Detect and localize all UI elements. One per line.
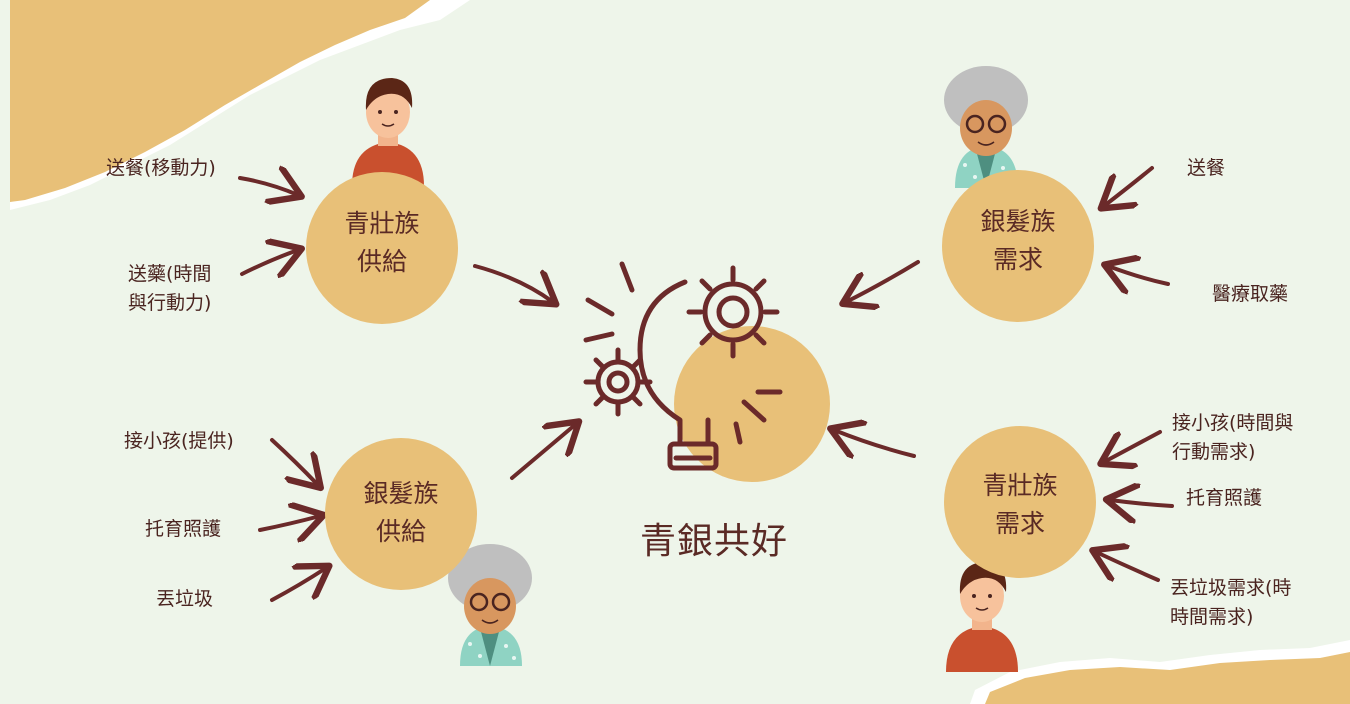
arrow-medicine-to-youth-supply: [240, 250, 298, 274]
label-meal-delivery-mobility: 送餐(移動力): [106, 157, 216, 179]
arrow-meal-to-youth-supply: [238, 178, 298, 195]
label-trash-demand-line1: 丟垃圾需求(時: [1170, 577, 1292, 599]
arrow-pickup-to-senior-supply: [270, 438, 318, 485]
arrow-senior-supply-to-center: [510, 424, 576, 480]
label-pick-up-kids-line2: 行動需求): [1172, 441, 1256, 463]
node-youth-demand-label: 青壯族 需求: [944, 467, 1096, 543]
young-man-avatar-top: [352, 78, 424, 186]
center-title: 青銀共好: [640, 521, 789, 562]
elderly-woman-avatar-bottom: [448, 544, 532, 666]
elderly-woman-avatar-top: [944, 66, 1028, 188]
label-medical-pickup: 醫療取藥: [1212, 283, 1289, 305]
node-youth-supply-line2: 供給: [356, 247, 407, 276]
lightbulb-gears-icon: [583, 261, 783, 471]
node-youth-demand-line1: 青壯族: [982, 471, 1058, 500]
torn-paper-top-left: [10, 0, 470, 210]
node-youth-demand-line2: 需求: [994, 509, 1045, 538]
label-trash-demand-line2: 時間需求): [1170, 606, 1254, 628]
label-meal-delivery: 送餐: [1187, 157, 1226, 179]
arrow-trash-to-youth-demand: [1096, 552, 1160, 582]
label-medicine-delivery-line2: 與行動力): [128, 292, 212, 314]
node-youth-demand: [944, 426, 1096, 578]
arrow-pickup-to-youth-demand: [1104, 430, 1162, 462]
node-senior-demand-line2: 需求: [992, 245, 1043, 274]
label-trash: 丟垃圾: [156, 588, 214, 610]
young-man-avatar-bottom: [946, 562, 1018, 672]
node-senior-demand-label: 銀髮族 需求: [942, 203, 1094, 279]
node-senior-supply: [325, 438, 477, 590]
arrow-childcare-to-youth-demand: [1110, 500, 1174, 506]
arrow-youth-demand-to-center: [834, 430, 916, 456]
node-senior-demand-line1: 銀髮族: [980, 207, 1056, 236]
arrow-meal-to-senior-demand: [1104, 166, 1154, 206]
label-childcare: 托育照護: [145, 518, 222, 540]
node-senior-supply-line2: 供給: [375, 517, 426, 546]
node-youth-supply-line1: 青壯族: [344, 209, 420, 238]
label-pick-up-kids-line1: 接小孩(時間與: [1172, 412, 1294, 434]
torn-paper-bottom-right: [970, 640, 1350, 704]
arrow-senior-demand-to-center: [846, 260, 920, 302]
label-medicine-delivery-line1: 送藥(時間: [128, 263, 212, 285]
label-pick-up-kids-provide: 接小孩(提供): [124, 430, 234, 452]
node-youth-supply: [306, 172, 458, 324]
node-senior-supply-line1: 銀髮族: [363, 479, 439, 508]
node-senior-supply-label: 銀髮族 供給: [325, 475, 477, 551]
label-childcare-demand: 托育照護: [1186, 487, 1263, 509]
node-senior-demand: [942, 170, 1094, 322]
arrow-medical-to-senior-demand: [1108, 266, 1170, 284]
arrow-youth-supply-to-center: [473, 264, 553, 302]
node-youth-supply-label: 青壯族 供給: [306, 205, 458, 281]
arrow-childcare-to-senior-supply: [258, 516, 320, 530]
arrow-trash-to-senior-supply: [270, 568, 326, 602]
